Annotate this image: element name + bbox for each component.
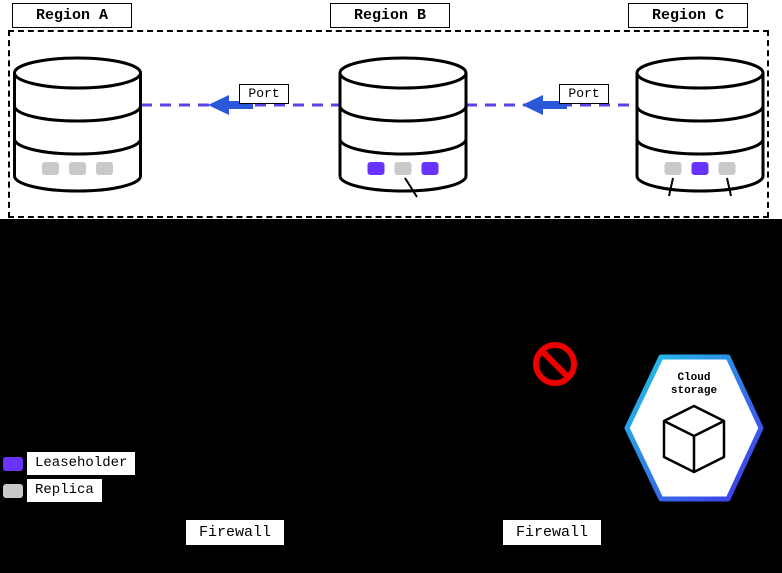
leaseholder-swatch [3,456,23,471]
db-a-slot-1 [42,162,59,175]
arrow-toward-a-icon [208,95,253,115]
legend-item-replica: Replica [3,479,102,502]
replica-swatch [3,483,23,498]
port-label-b-c: Port [559,84,609,104]
db-b-slot-1 [367,162,385,175]
db-a-slot-3 [96,162,113,175]
arrow-toward-b-icon [522,95,567,115]
leaseholder-label: Leaseholder [27,452,136,475]
db-b-slot-2 [394,162,412,175]
db-c-slot-1 [664,162,682,175]
regions-boundary [8,30,769,218]
port-label-a-b: Port [239,84,289,104]
db-c-pointer-line-right [726,177,732,197]
region-a-label: Region A [12,3,132,28]
db-b-slot-3 [421,162,439,175]
legend-item-leaseholder: Leaseholder [3,452,136,475]
db-a-slot-2 [69,162,86,175]
replica-label: Replica [27,479,102,502]
region-c-label: Region C [628,3,748,28]
db-c-slot-3 [718,162,736,175]
db-c-pointer-line-left [668,177,674,197]
db-c-slot-2 [691,162,709,175]
db-a-replica-squares [42,162,113,175]
cloud-storage-label-line2: storage [671,385,718,397]
region-b-label: Region B [330,3,450,28]
db-b-replica-squares [367,162,439,198]
firewall-label-1: Firewall [186,520,284,545]
db-c-replica-squares [664,162,736,197]
db-b-pointer-line [404,177,418,198]
firewall-label-2: Firewall [503,520,601,545]
cloud-storage-hexagon [624,354,764,502]
blocked-icon [533,342,577,386]
cloud-storage-label-line1: Cloud [677,372,710,384]
cube-icon [662,404,726,474]
